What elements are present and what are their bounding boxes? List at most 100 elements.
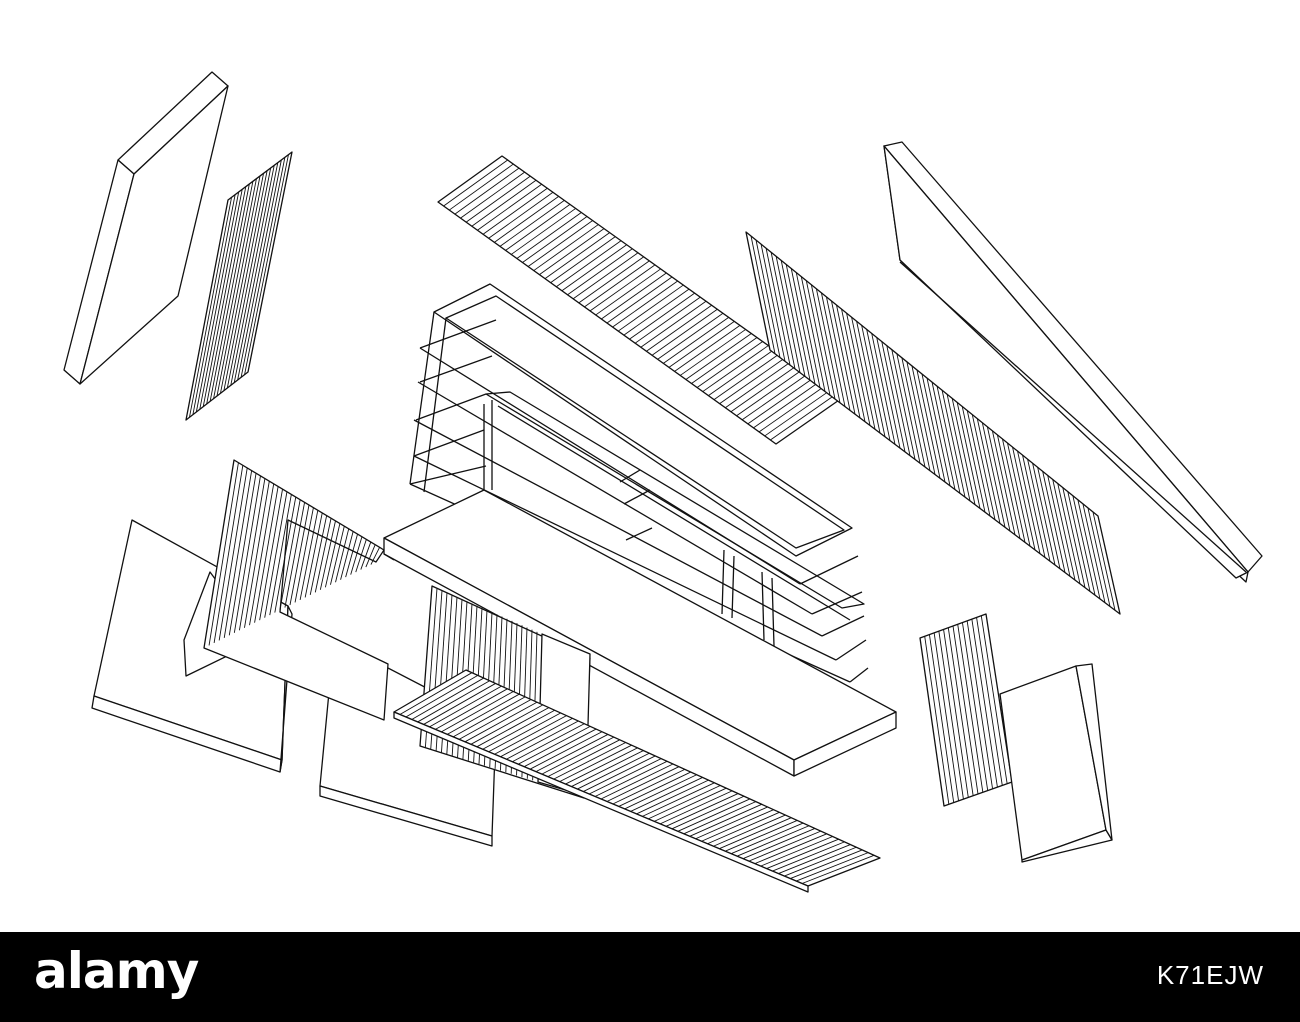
hatch-line [861, 325, 886, 437]
exploded-building-drawing [63, 71, 1263, 893]
hatch-line [522, 216, 588, 263]
hatch-line [360, 541, 372, 570]
hatch-line [441, 691, 514, 733]
hatch-line [936, 386, 961, 494]
hatch-line [577, 752, 650, 790]
hatch-line [199, 189, 243, 410]
hatch-line [713, 814, 786, 847]
hatch-line [556, 240, 622, 288]
hatch-line [443, 159, 508, 207]
hatch-line [319, 520, 336, 590]
hatch-line [572, 252, 639, 300]
hatch-line [701, 809, 774, 842]
hatch-line [772, 841, 845, 872]
hatch-line [218, 467, 248, 641]
hatch-line [640, 300, 707, 348]
hatch-line [668, 320, 735, 368]
hatch-line [846, 313, 871, 426]
hatch-line [663, 316, 729, 364]
hatch-line [505, 204, 571, 251]
hatch-line [350, 536, 363, 575]
lower-hatched-deck [393, 669, 881, 893]
hatch-line [1077, 499, 1101, 600]
hatch-line [760, 836, 833, 867]
hatch-line [801, 854, 875, 884]
hatch-line [213, 178, 257, 399]
hatch-line [571, 750, 644, 787]
hatch-line [1057, 483, 1081, 584]
hatch-line [966, 620, 994, 789]
hatch-line [780, 260, 806, 377]
hatch-line [584, 260, 650, 308]
hatch-line [646, 304, 712, 352]
right-small-slab [999, 663, 1113, 863]
hatch-line [264, 491, 288, 618]
hatch-line [240, 157, 286, 378]
hatch-line [696, 341, 763, 388]
hatch-line [1087, 507, 1111, 607]
hatch-line [713, 353, 780, 401]
hatch-line [488, 191, 554, 239]
hatch-line [742, 828, 816, 860]
hatch-line [411, 677, 484, 720]
hatch-line [289, 504, 310, 606]
hatch-line [345, 533, 358, 578]
hatch-line [624, 774, 697, 810]
hatch-line [765, 248, 791, 366]
hatch-line [736, 825, 810, 857]
hatch-line [623, 288, 690, 336]
hatch-line [708, 349, 775, 396]
hatch-line [517, 726, 591, 765]
hatch-line [206, 183, 250, 405]
hatch-line [195, 191, 240, 413]
hatch-line [355, 539, 367, 573]
top-left-hatched-panel [185, 151, 293, 421]
hatch-line [961, 622, 989, 791]
hatch-line [1047, 475, 1071, 577]
hatch-line [796, 852, 869, 882]
hatch-line [1092, 511, 1116, 611]
hatch-line [790, 849, 863, 879]
hatch-line [976, 617, 1003, 786]
hatch-line [707, 811, 780, 845]
hatch-line [957, 624, 984, 793]
hatch-line [924, 636, 950, 805]
hatch-line [1062, 487, 1086, 588]
hatch-line [719, 357, 786, 405]
hatch-line [629, 292, 695, 340]
hatch-line [494, 195, 559, 243]
hatch-line [202, 186, 247, 407]
hatch-line [778, 844, 851, 874]
hatch-line [259, 489, 283, 621]
hatch-line [906, 361, 931, 471]
hatch-line [512, 723, 585, 763]
hatch-line [636, 779, 709, 815]
hatch-line [933, 632, 960, 801]
hatch-line [659, 790, 733, 825]
hatch-line [213, 465, 244, 644]
hatch-line [702, 345, 769, 392]
hatch-line [634, 296, 701, 344]
hatch-line [192, 194, 236, 415]
hatch-line [1012, 446, 1036, 550]
hatch-line [980, 615, 1008, 784]
hatch-line [966, 410, 991, 517]
hatch-line [630, 777, 703, 812]
hatch-line [618, 771, 691, 807]
hatch-line [921, 373, 946, 483]
hatch-line [447, 693, 520, 735]
hatch-line [805, 280, 831, 396]
image-id-label: K71EJW [1156, 960, 1264, 990]
footer-bar: alamy K71EJW [0, 932, 1300, 1022]
hatch-line [477, 183, 542, 231]
hatch-line [595, 268, 661, 316]
hatch-line [417, 680, 490, 723]
hatch-line [1052, 479, 1076, 581]
hatch-line [689, 803, 762, 837]
hatch-line [876, 337, 901, 449]
hatch-line [209, 181, 254, 402]
hatch-line [223, 170, 268, 391]
hatch-line [766, 838, 839, 870]
hatch-line [952, 625, 979, 795]
hatch-line [866, 329, 891, 441]
